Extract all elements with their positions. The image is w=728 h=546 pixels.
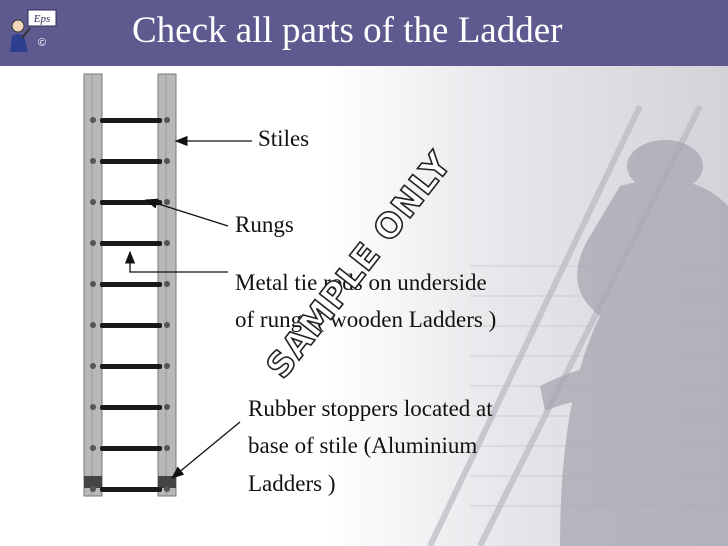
rung-rivet: [164, 240, 170, 246]
logo-text: Eps: [33, 13, 51, 25]
eps-logo: Eps ©: [6, 8, 60, 54]
rung-rivet: [90, 117, 96, 123]
rung-rivet: [90, 445, 96, 451]
rung-rivet: [90, 486, 96, 492]
rung-rivet: [90, 322, 96, 328]
background-photo: [0, 66, 728, 546]
ladder-rung: [100, 200, 162, 205]
rung-rivet: [164, 486, 170, 492]
ladder-rung: [100, 159, 162, 164]
title-bar: Eps © Check all parts of the Ladder: [0, 0, 728, 66]
rungs-label: Rungs: [235, 212, 294, 237]
metal-rods-label-line2: of rungs ( wooden Ladders ): [235, 307, 497, 332]
ladder-rung: [100, 323, 162, 328]
rung-rivet: [164, 445, 170, 451]
rung-rivet: [90, 281, 96, 287]
rung-rivet: [164, 117, 170, 123]
ladder-rung: [100, 405, 162, 410]
rubber-stoppers-line2: base of stile (Aluminium: [248, 433, 478, 458]
rung-rivet: [164, 404, 170, 410]
rung-rivet: [90, 363, 96, 369]
slide-body: Stiles Rungs Metal tie rods on underside…: [0, 66, 728, 546]
left-rubber-stopper: [84, 476, 102, 488]
ladder-rung: [100, 446, 162, 451]
rung-rivet: [164, 322, 170, 328]
metal-rods-label-line1: Metal tie rods on underside: [235, 270, 487, 295]
ladder-diagram: [83, 73, 177, 497]
page-title: Check all parts of the Ladder: [132, 10, 563, 51]
rung-rivet: [164, 158, 170, 164]
ladder-rung: [100, 282, 162, 287]
ladder-rung: [100, 241, 162, 246]
rung-rivet: [164, 363, 170, 369]
rung-rivet: [164, 199, 170, 205]
rung-rivet: [164, 281, 170, 287]
rung-rivet: [90, 240, 96, 246]
ladder-rung: [100, 118, 162, 123]
right-rubber-stopper: [158, 476, 176, 488]
rubber-stoppers-line1: Rubber stoppers located at: [248, 396, 493, 421]
ladder-rung: [100, 487, 162, 492]
rung-rivet: [90, 199, 96, 205]
ladder-rung: [100, 364, 162, 369]
rung-rivet: [90, 404, 96, 410]
rubber-stoppers-line3: Ladders ): [248, 471, 336, 496]
rung-rivet: [90, 158, 96, 164]
stiles-label: Stiles: [258, 126, 310, 151]
copyright-symbol: ©: [38, 37, 46, 49]
